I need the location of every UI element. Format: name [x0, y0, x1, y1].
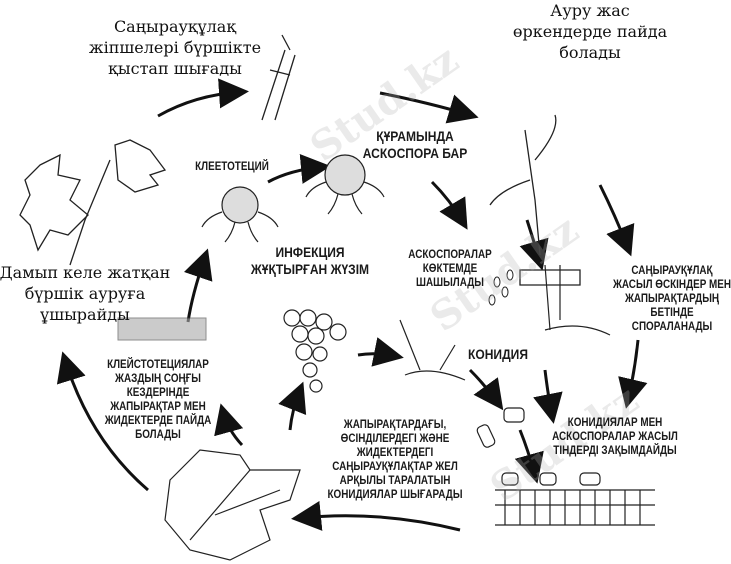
label-wind-conidia: ЖАПЫРАҚТАРДАҒЫ, ӨСІНДІЛЕРДЕГІ ЖӘНЕ ЖИДЕК… [327, 418, 462, 502]
label-ascospores-spring: АСКОСПОРАЛАР КӨКТЕМДЕ ШАШЫЛАДЫ [408, 248, 491, 290]
arrow-ascospores-release [430, 180, 468, 230]
arrow-to-grape [278, 381, 307, 431]
label-line: КЕЗДЕРІНДЕ [126, 387, 190, 399]
shoot-illustration [489, 114, 581, 286]
label-line: ТІНДЕРДІ ЗАҚЫМДАЙДЫ [553, 445, 677, 457]
arrow-to-leaf [291, 500, 461, 532]
label-line: Дамып келе жатқан [0, 263, 171, 282]
ascospores-illustration [488, 269, 514, 306]
grape-cluster-illustration [283, 309, 347, 393]
label-line: ЖАПЫРАҚТАРДАҒЫ, [343, 419, 447, 431]
cleistothecium-illustration [221, 154, 366, 224]
label-line: КӨКТЕМДЕ [422, 263, 478, 275]
appendages [201, 181, 385, 243]
label-line: ЖАПЫРАҚТАРДЫҢ [624, 293, 720, 305]
label-line: ИНФЕКЦИЯ [275, 244, 345, 260]
label-infected-grape: ИНФЕКЦИЯ ЖҰҚТЫРҒАН ЖҮЗІМ [251, 244, 369, 278]
label-line: ЖАСЫЛ ӨСКІНДЕР МЕН [612, 279, 731, 291]
arrow-to-bud-infected [56, 351, 149, 492]
label-line: СПОРАЛАНАДЫ [631, 321, 713, 333]
label-bud-infected: Дамып келе жатқан бүршік ауруға ұшырайды [0, 262, 170, 325]
label-line: КОНИДИЯЛАР МЕН [567, 417, 663, 429]
leaf-tissue-illustration [495, 472, 655, 526]
arrow-to-ascospores [267, 154, 331, 184]
label-ascospore-contains: ҚҰРАМЫНДА АСКОСПОРА БАР [363, 128, 467, 162]
vine-illustration [19, 139, 167, 266]
label-line: БОЛАДЫ [135, 429, 181, 441]
label-line: ҚҰРАМЫНДА [376, 128, 454, 144]
arrow-to-conidia [468, 368, 504, 411]
label-damage-tissue: КОНИДИЯЛАР МЕН АСКОСПОРАЛАР ЖАСЫЛ ТІНДЕР… [552, 416, 678, 458]
label-line: ШАШЫЛАДЫ [416, 277, 484, 289]
mycelium-illustration [399, 264, 611, 448]
arrow-to-bud [157, 78, 249, 118]
arrow-to-cleistothecia [214, 403, 244, 447]
label-line: Саңырауқұлақ [113, 17, 237, 36]
label-cleistothecia-form: КЛЕЙСТОТЕЦИЯЛАР ЖАЗДЫҢ СОҢҒЫ КЕЗДЕРІНДЕ … [105, 358, 212, 442]
label-line: бүршік ауруға [24, 284, 146, 303]
cleistothecia-cluster-illustration [117, 317, 207, 341]
label-line: ЖИДЕКТЕРДЕ ПАЙДА [104, 415, 212, 427]
label-line: ұшырайды [40, 305, 130, 324]
label-conidia: КОНИДИЯ [468, 346, 528, 362]
cycle-arrows [56, 78, 648, 532]
arrow-to-shoots [379, 91, 479, 124]
twig-illustration [261, 34, 296, 121]
label-line: КОНИДИЯЛАР ШЫҒАРАДЫ [327, 489, 463, 501]
label-overwinter: Саңырауқұлақ жіпшелері бүршікте қыстап ш… [89, 16, 261, 79]
arrow-to-sporulation [598, 184, 635, 257]
label-line: қыстап шығады [108, 59, 242, 78]
label-line: КЛЕЙСТОТЕЦИЯЛАР [107, 359, 209, 371]
arrow-to-damage [618, 339, 648, 409]
label-line: АСКОСПОРА БАР [362, 145, 468, 161]
label-line: Ауру жас [550, 1, 630, 20]
arrow-to-tissue [514, 429, 544, 484]
label-line: АРҚЫЛЫ ТАРАЛАТЫН [339, 475, 451, 487]
label-line: ӨСІНДІЛЕРДЕГІ ЖӘНЕ [340, 433, 450, 445]
label-cleistothecium: КЛЕЕТОТЕЦИЙ [195, 161, 269, 173]
label-line: АСКОСПОРАЛАР ЖАСЫЛ [552, 431, 678, 443]
label-line: САҢЫРАУҚҰЛАҚ [631, 265, 713, 277]
label-line: ЖҰҚТЫРҒАН ЖҮЗІМ [250, 261, 370, 277]
label-line: жіпшелері бүршікте [88, 38, 262, 57]
infected-leaf-illustration [164, 449, 301, 561]
label-line: ЖИДЕКТЕРДЕГІ [356, 447, 434, 459]
label-line: ЖАЗДЫҢ СОҢҒЫ [115, 373, 201, 385]
arrow-to-cleistothecium [184, 248, 213, 323]
arrow-conidia-down [533, 369, 563, 424]
arrow-to-mycelium [357, 337, 404, 367]
label-line: АСКОСПОРАЛАР [408, 249, 492, 261]
label-sporulates: САҢЫРАУҚҰЛАҚ ЖАСЫЛ ӨСКІНДЕР МЕН ЖАПЫРАҚТ… [613, 264, 731, 334]
label-line: БЕТІНДЕ [650, 307, 694, 319]
label-line: САҢЫРАУҚҰЛАҚТАР ЖЕЛ [332, 461, 458, 473]
label-line: болады [559, 43, 621, 62]
label-line: ЖАПЫРАҚТАР МЕН [110, 401, 206, 413]
label-line: өркендерде пайда [512, 22, 668, 41]
arrow-up-to-conidia [519, 219, 549, 271]
label-young-shoots: Ауру жас өркендерде пайда болады [513, 0, 667, 63]
